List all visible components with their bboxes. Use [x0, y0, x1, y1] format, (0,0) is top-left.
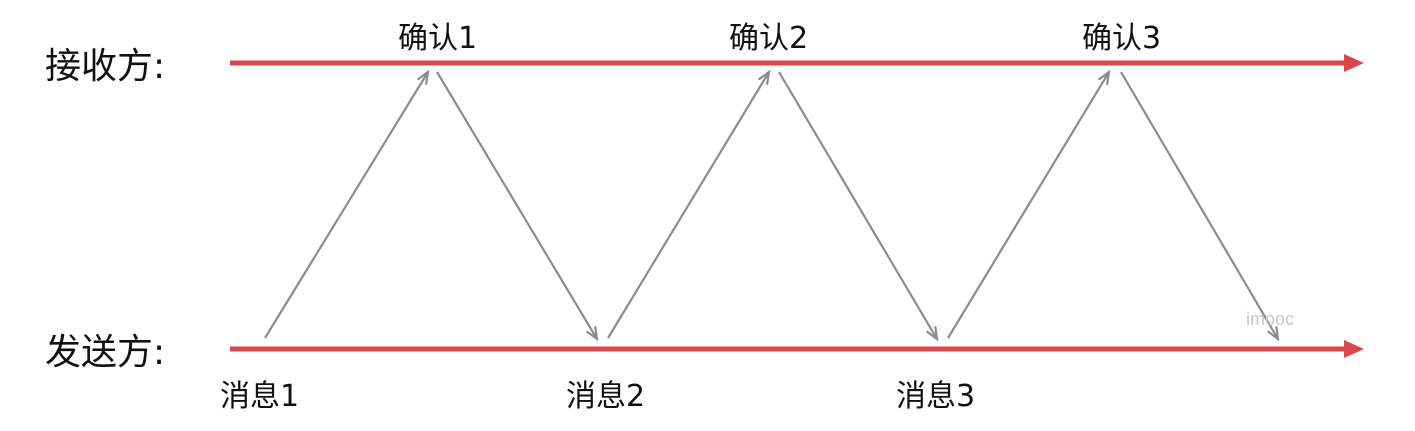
- ack-arrow-1: [436, 71, 597, 339]
- receiver-timeline: [230, 54, 1364, 72]
- ack-arrow-2: [778, 71, 937, 339]
- message-label-1: 消息1: [220, 379, 299, 414]
- message-arrow-3: [947, 72, 1109, 339]
- ack-label-2: 确认2: [729, 21, 808, 56]
- message-arrow-2: [607, 72, 769, 339]
- watermark: imooc: [1246, 309, 1294, 329]
- ack-label-1: 确认1: [398, 21, 477, 56]
- ack-arrow-3: [1120, 71, 1278, 339]
- receiver-timeline-arrowhead-icon: [1344, 54, 1364, 72]
- ack-label-3: 确认3: [1082, 21, 1161, 56]
- receiver-label: 接收方:: [45, 46, 165, 87]
- message-arrow-1: [264, 72, 428, 339]
- message-label-3: 消息3: [896, 379, 975, 414]
- sender-timeline: [230, 340, 1364, 358]
- message-label-2: 消息2: [566, 379, 645, 414]
- sender-label: 发送方:: [45, 332, 165, 373]
- sender-timeline-arrowhead-icon: [1344, 340, 1364, 358]
